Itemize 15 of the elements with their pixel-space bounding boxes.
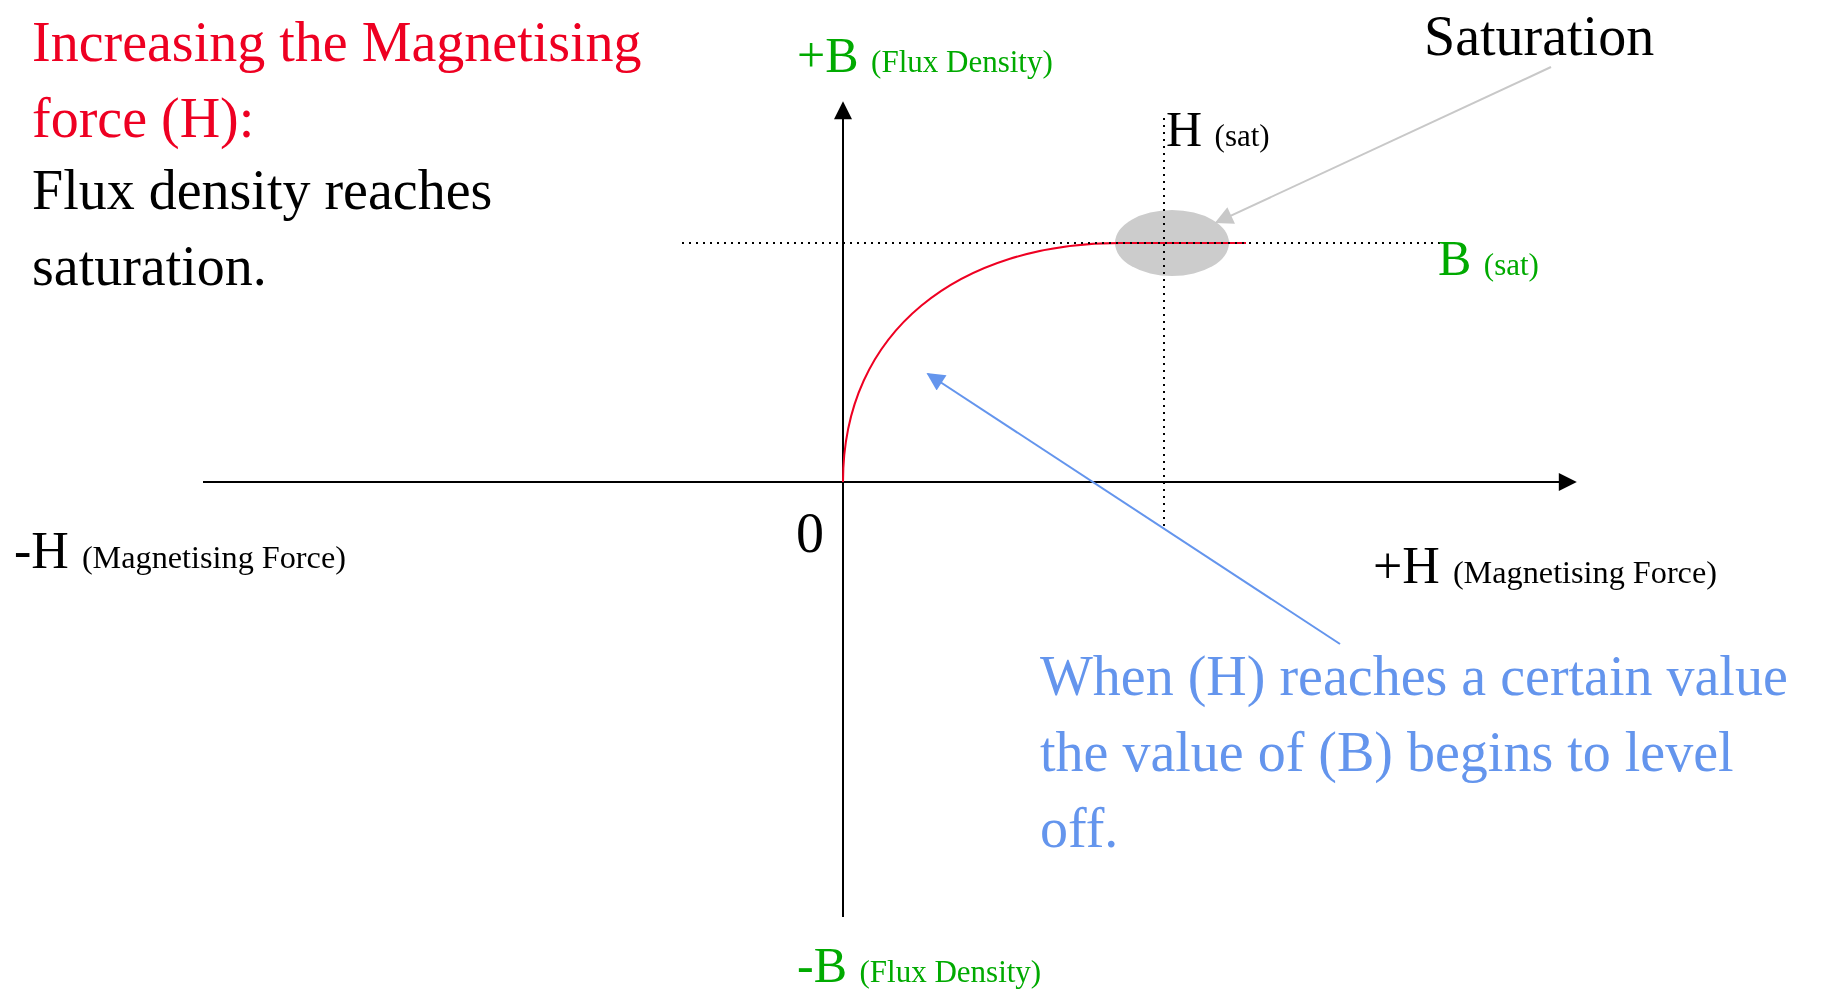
callout-label: Saturation xyxy=(1424,8,1655,64)
heading-text: Flux density reaches saturation. xyxy=(32,158,494,299)
axis-label: +H (Magnetising Force) xyxy=(1373,540,1717,592)
axis-label: -H (Magnetising Force) xyxy=(14,525,346,577)
axis-mark-label: H (sat) xyxy=(1166,104,1270,154)
leader-line xyxy=(926,373,1341,645)
axis-label: +B (Flux Density) xyxy=(797,30,1053,80)
heading-text: Increasing the Magnetising force (H): xyxy=(32,10,643,151)
axis-label: -B (Flux Density) xyxy=(797,940,1042,990)
origin-label: 0 xyxy=(796,505,824,561)
magnetisation-curve xyxy=(842,242,1247,483)
leader-line xyxy=(1214,66,1552,224)
saturation-region-ellipse xyxy=(1115,210,1229,276)
explanation-note: When (H) reaches a certain value the value of (B) begins to level off. xyxy=(1040,638,1800,866)
axis-mark-label: B (sat) xyxy=(1438,233,1539,283)
